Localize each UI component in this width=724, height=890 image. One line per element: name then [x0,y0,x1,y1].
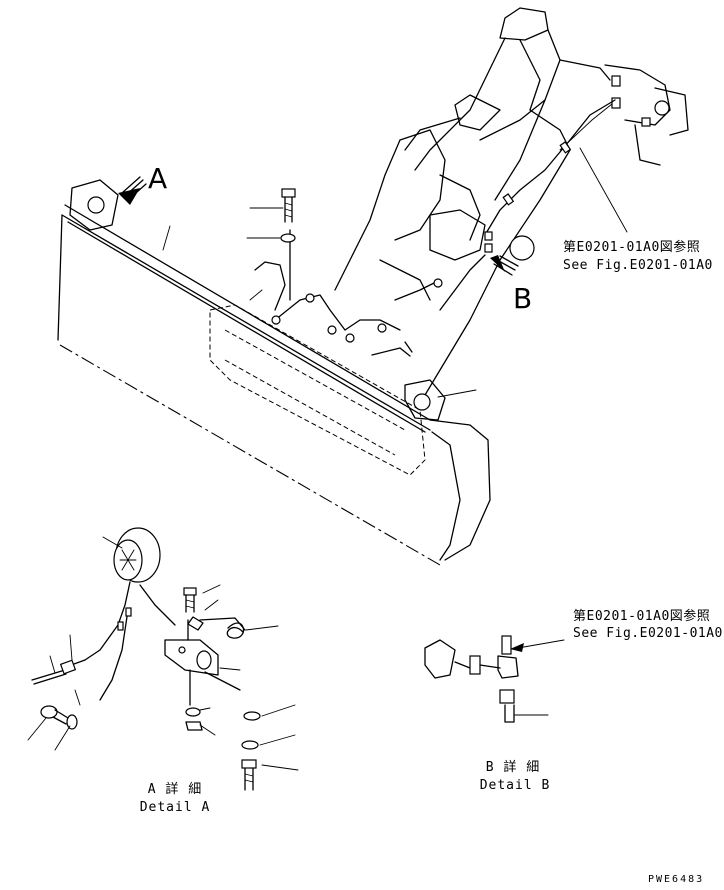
leader-lines-main [162,147,628,398]
detail-b-caption-jp: B 詳 細 [485,760,541,775]
view-arrow-b [490,255,519,276]
drawing-number: PWE6483 [648,874,705,885]
bolt-top [280,188,296,243]
reference-note-detail-b-en: See Fig.E0201-01A0 [573,626,723,641]
wiring-harness [439,99,616,311]
view-arrow-a [118,176,147,205]
view-label-b: B [513,282,533,315]
detail-b-caption-en: Detail B [479,778,551,793]
reference-note-detail-b-jp: 第E0201-01A0図参照 [573,609,711,624]
blade-harness [254,229,443,357]
view-label-a: A [148,162,168,195]
detail-a-drawing [27,527,299,791]
detail-b-drawing [424,635,565,723]
dozer-blade [57,179,491,566]
detail-a-caption-jp: A 詳 細 [147,782,203,797]
lift-frame [334,7,611,396]
reference-note-top-en: See Fig.E0201-01A0 [563,258,713,273]
reference-note-top-jp: 第E0201-01A0図参照 [563,240,701,255]
detail-a-caption-en: Detail A [139,800,211,815]
upper-bracket [604,64,689,166]
